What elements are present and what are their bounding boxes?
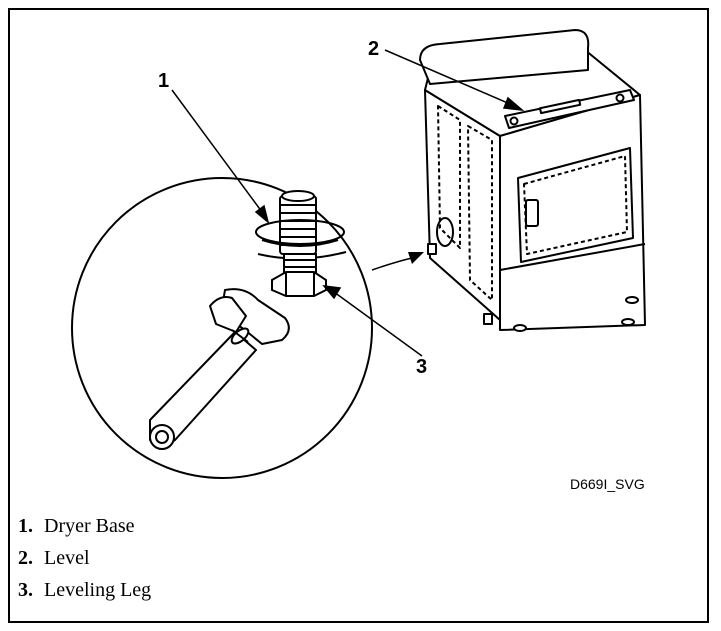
legend-number: 1. [18, 515, 33, 537]
legend-item: 3. Leveling Leg [18, 574, 151, 606]
dryer-icon [419, 29, 646, 332]
legend-list: 1. Dryer Base 2. Level 3. Leveling Leg [18, 510, 151, 606]
legend-label: Leveling Leg [44, 579, 152, 601]
legend-number: 3. [18, 579, 33, 601]
callout-leaders [171, 49, 525, 357]
callout-3: 3 [416, 356, 428, 378]
callout-2: 2 [368, 38, 380, 60]
legend-label: Level [44, 547, 90, 569]
detail-leader [371, 252, 424, 271]
drawing-id: D669I_SVG [570, 476, 645, 492]
wrench-icon [149, 288, 290, 450]
legend-number: 2. [18, 547, 33, 569]
legend-item: 2. Level [18, 542, 151, 574]
callout-1: 1 [158, 70, 170, 92]
legend-label: Dryer Base [44, 515, 135, 537]
legend-item: 1. Dryer Base [18, 510, 151, 542]
leveling-leg-icon [255, 190, 347, 297]
